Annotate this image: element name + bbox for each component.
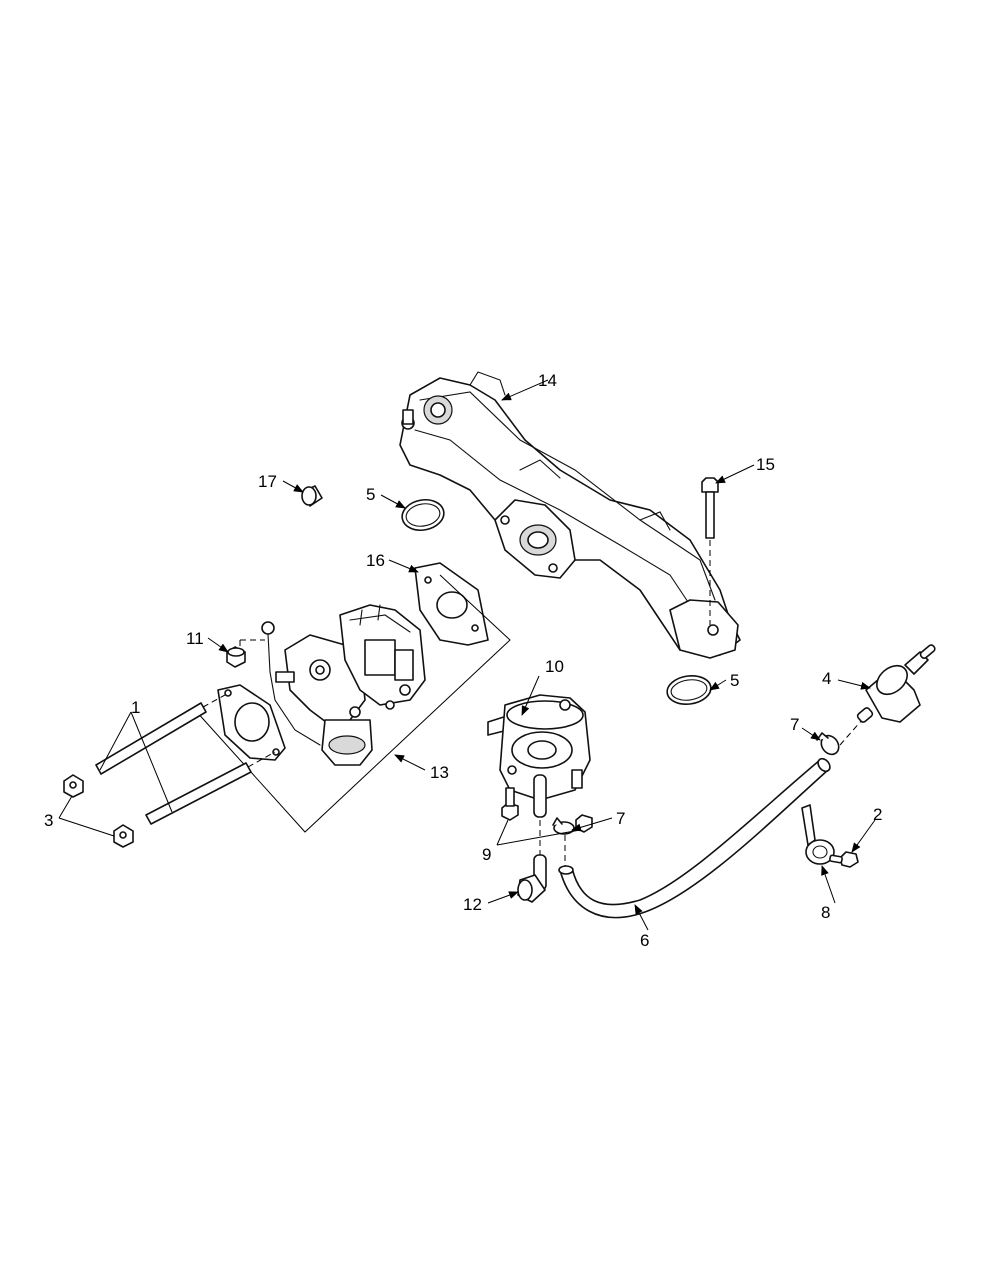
callout-13: 13 — [430, 763, 449, 782]
stud-part-1-lower — [145, 751, 276, 825]
stud-part-1-upper — [95, 694, 226, 775]
callout-11: 11 — [186, 629, 204, 648]
callout-3: 3 — [44, 811, 53, 830]
callout-5-upper: 5 — [366, 485, 375, 504]
callout-2: 2 — [873, 805, 882, 824]
callout-7-upper: 7 — [790, 715, 799, 734]
callout-7-lower: 7 — [616, 809, 625, 828]
leader-lines — [58, 379, 876, 931]
screw-part-2 — [829, 851, 859, 868]
gasket-ring-lower — [666, 675, 712, 705]
callout-14: 14 — [538, 371, 557, 390]
nut-part-11 — [226, 646, 246, 668]
carburetor-gasket — [217, 684, 286, 761]
nut-part-3-lower — [113, 824, 134, 848]
callout-17: 17 — [258, 472, 277, 491]
gasket-ring-upper — [401, 498, 445, 532]
callout-9: 9 — [482, 845, 491, 864]
clamp-part-7-lower — [552, 817, 575, 835]
callout-4: 4 — [822, 669, 831, 688]
fuel-filter-part-4 — [856, 644, 936, 723]
callout-6: 6 — [640, 931, 649, 950]
carburetor-assembly-part — [275, 604, 426, 766]
elbow-fitting-part-12 — [517, 854, 547, 903]
callout-labels: 14 15 17 5 16 11 10 5 4 1 7 13 3 7 2 9 1… — [44, 371, 882, 950]
p-clip-part-8 — [801, 804, 835, 865]
cap-part-17 — [301, 485, 323, 507]
callout-16: 16 — [366, 551, 385, 570]
ground-wire — [239, 621, 321, 746]
callout-5-lower: 5 — [730, 671, 739, 690]
clamp-part-7-upper — [816, 719, 863, 756]
callout-8: 8 — [821, 903, 830, 922]
nut-part-3-upper — [63, 774, 84, 798]
fuel-hose-part-6 — [558, 757, 831, 919]
callout-12: 12 — [463, 895, 482, 914]
bolt-part-15 — [701, 477, 719, 625]
callout-15: 15 — [756, 455, 775, 474]
intake-manifold-part — [399, 371, 741, 659]
callout-1: 1 — [131, 698, 140, 717]
callout-10: 10 — [545, 657, 564, 676]
gasket-plate-part-16 — [414, 562, 489, 646]
bolt-part-9-left — [501, 787, 519, 821]
fuel-pump-part-10 — [487, 694, 591, 818]
